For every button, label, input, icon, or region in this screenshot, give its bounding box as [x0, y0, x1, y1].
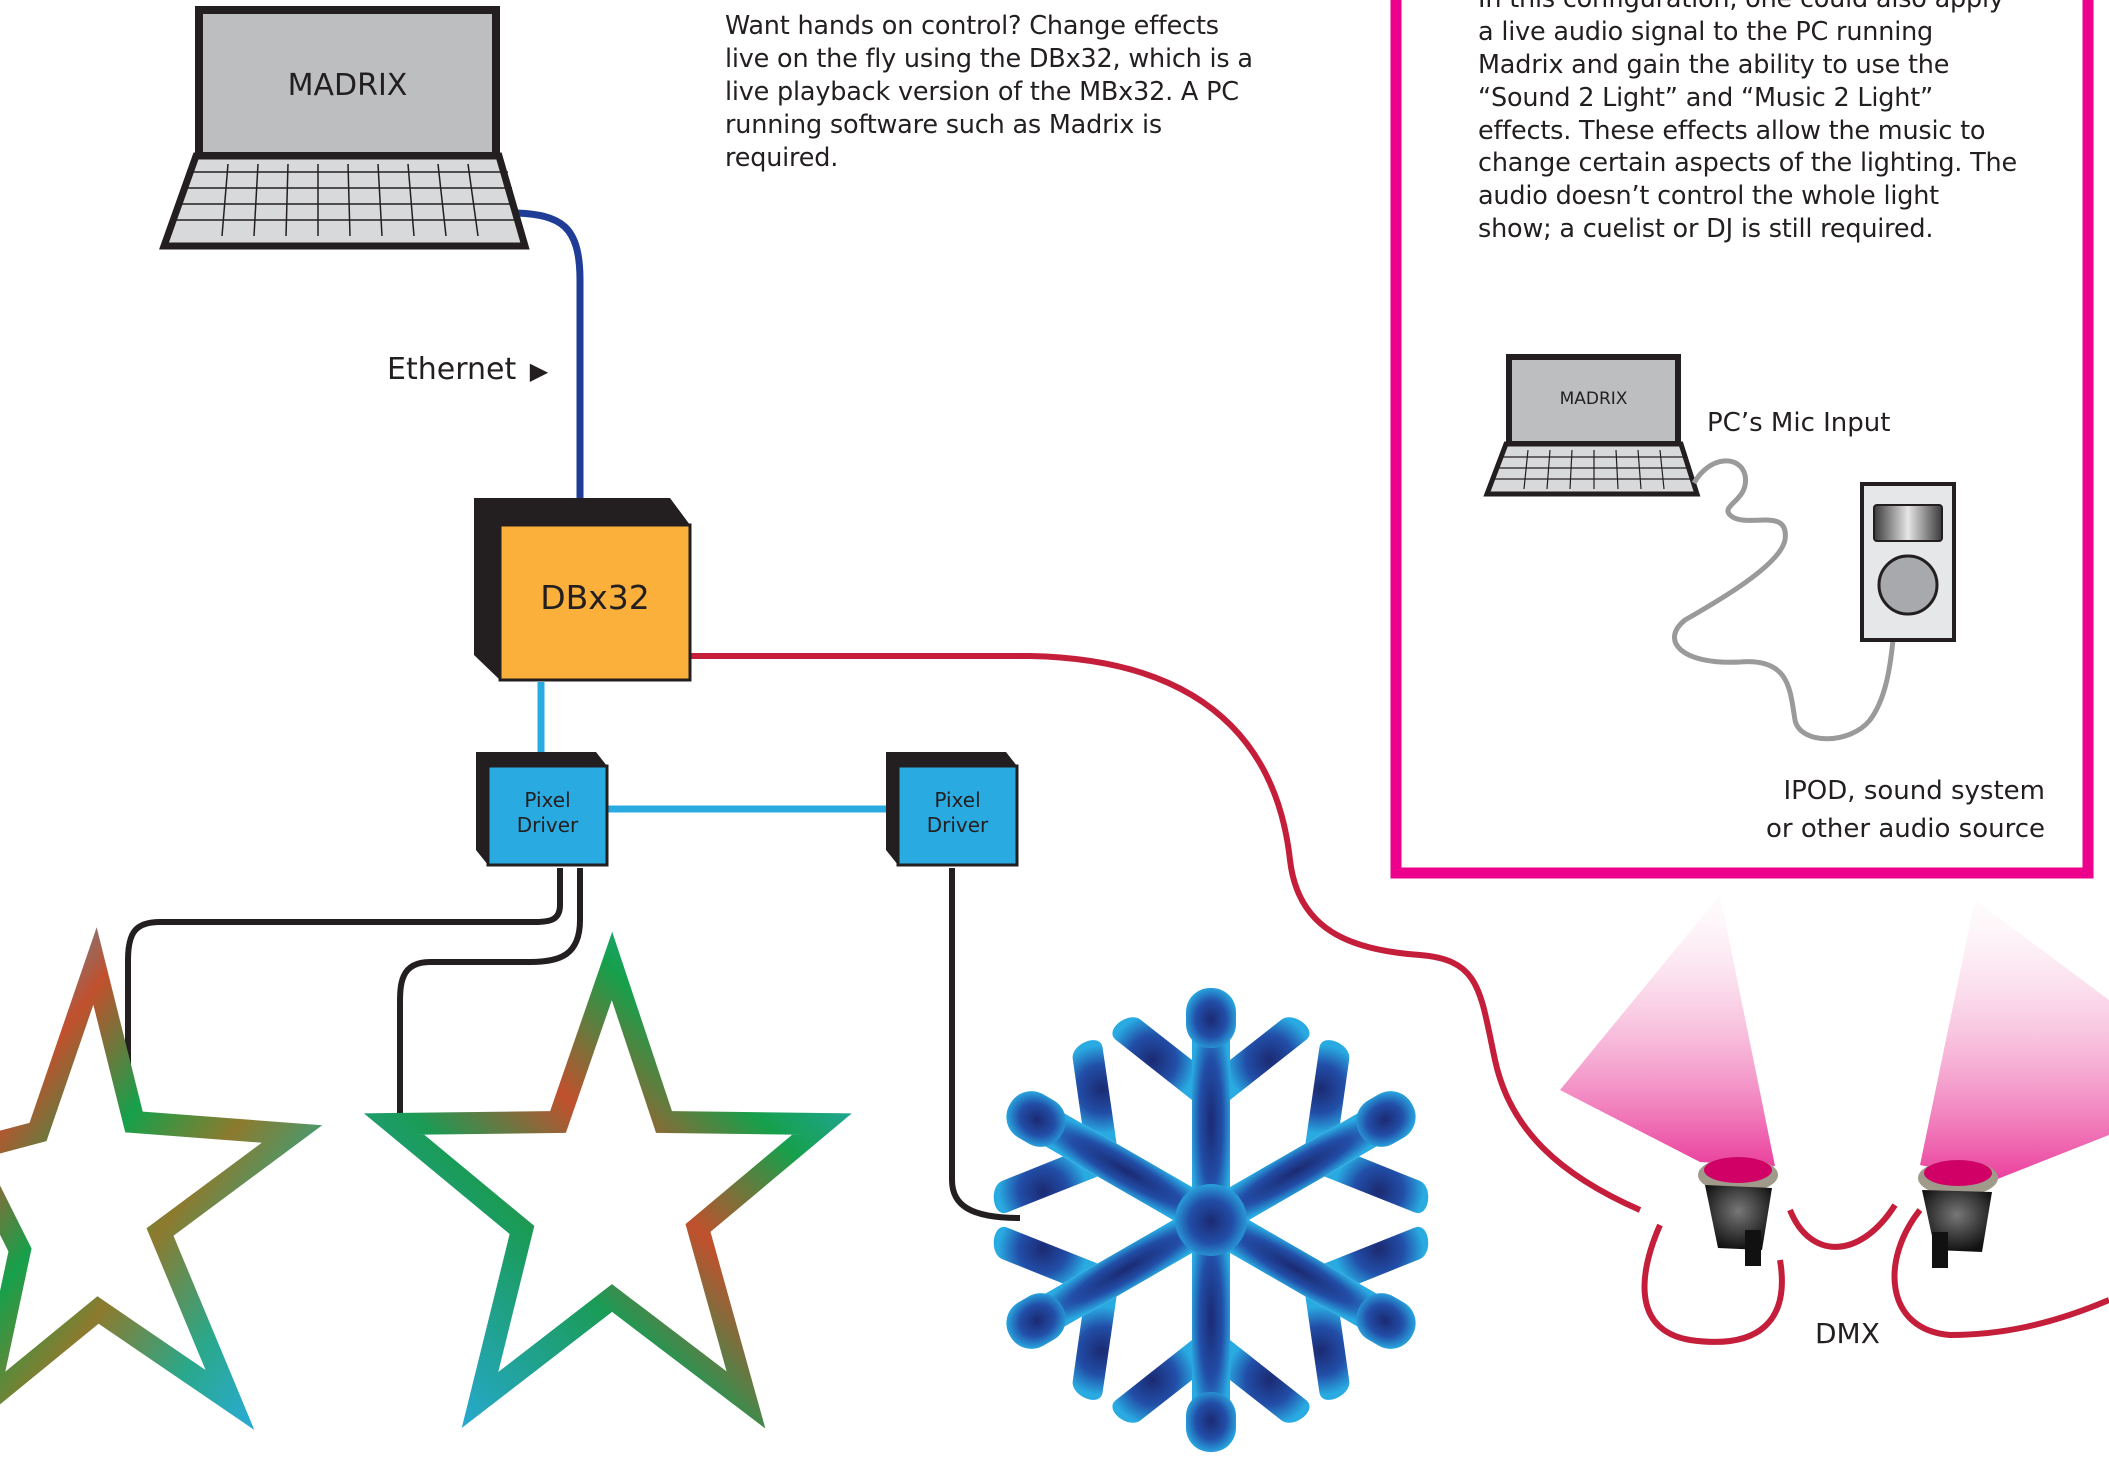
- ethernet-label: Ethernet ▶: [387, 352, 548, 387]
- star-1-icon: [0, 927, 323, 1430]
- dmx-cable-loop-2: [1787, 1203, 1898, 1250]
- ipod-icon: [1860, 482, 1956, 642]
- arrow-right-icon: ▶: [529, 357, 549, 385]
- light-beam-1: [1560, 895, 1775, 1166]
- audio-source-line-1: IPOD, sound system: [1783, 776, 2045, 806]
- dbx32-label: DBx32: [540, 578, 650, 617]
- dmx-cable-loop-1: [1641, 1223, 1785, 1345]
- dmx-cable-loop-3: [1891, 1208, 2109, 1339]
- madrix-small-label: MADRIX: [1559, 389, 1628, 409]
- audio-source-line-2: or other audio source: [1765, 813, 2045, 844]
- light-beam-2: [1920, 900, 2109, 1180]
- pixel-driver-2-icon: [886, 752, 1019, 867]
- pixel-driver-1-label: Pixel Driver: [488, 788, 607, 838]
- stage-light-2-icon: [1918, 1160, 1998, 1268]
- pc-mic-input-label: PC’s Mic Input: [1707, 408, 1891, 438]
- star-2-icon: [363, 931, 852, 1429]
- audio-cable: [1672, 458, 1896, 742]
- pixel-driver-1-icon: [476, 752, 609, 867]
- dmx-cable: [690, 653, 1642, 1213]
- driver-output-cable-1: [125, 868, 563, 1072]
- pixel-driver-2-line-1: Pixel: [934, 788, 981, 812]
- snowflake-icon: [993, 988, 1429, 1452]
- driver-output-cable-3: [949, 868, 1021, 1221]
- pixel-driver-2-label: Pixel Driver: [898, 788, 1017, 838]
- ethernet-label-text: Ethernet: [387, 352, 517, 387]
- dmx-label: DMX: [1815, 1317, 1880, 1350]
- driver-output-cable-2: [397, 868, 583, 1122]
- dbx32-device-icon: [474, 498, 692, 682]
- madrix-main-label: MADRIX: [287, 68, 408, 103]
- intro-text-block: Want hands on control? Change effects li…: [725, 11, 1253, 173]
- pixel-driver-2-line-2: Driver: [926, 813, 989, 837]
- audio-info-box: [1390, 0, 2094, 879]
- audio-source-label: IPOD, sound system or other audio source: [1745, 773, 2045, 848]
- madrix-laptop-icon: [159, 6, 530, 250]
- sidebar-text-block: In this configuration, one could also ap…: [1478, 0, 2017, 245]
- pixel-driver-1-line-2: Driver: [516, 813, 579, 837]
- ethernet-cable: [516, 209, 584, 508]
- pixel-driver-1-line-1: Pixel: [524, 788, 571, 812]
- madrix-small-laptop-icon: [1483, 354, 1701, 497]
- stage-light-1-icon: [1698, 1157, 1778, 1266]
